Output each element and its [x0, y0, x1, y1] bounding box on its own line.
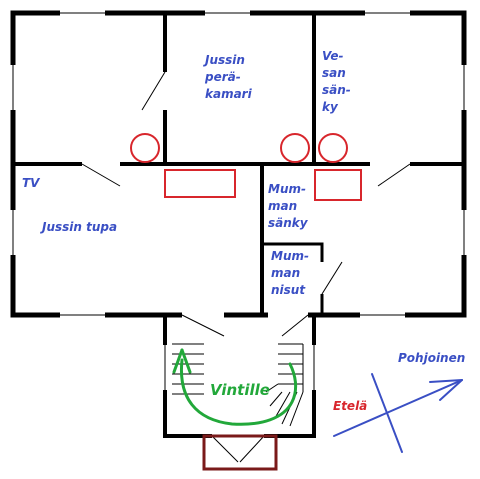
- furniture: [130, 133, 362, 201]
- windows: [10, 10, 467, 390]
- label-etela: Etelä: [333, 399, 368, 413]
- stairs-right: [265, 343, 304, 427]
- compass-arrow-head-1: [429, 379, 463, 383]
- mumman-bed: [314, 169, 362, 201]
- compass: [333, 373, 463, 453]
- label-jussin-tupa: Jussin tupa: [42, 220, 118, 234]
- stove-circle-2: [280, 133, 310, 163]
- compass-arrow-head-2: [439, 379, 463, 401]
- label-mumman-sanky: Mum- man sänky: [268, 182, 308, 230]
- label-mumman-nisut: Mum- man nisut: [271, 249, 309, 297]
- label-vintille: Vintille: [210, 381, 270, 399]
- compass-cross-line: [371, 373, 403, 453]
- stairs-arrow: [172, 348, 298, 426]
- stove-circle-1: [130, 133, 160, 163]
- label-vesan-sanky: Ve- san sän- ky: [322, 49, 351, 114]
- entrance-porch: [202, 434, 278, 471]
- tv-bench: [164, 169, 236, 198]
- label-pohjoinen: Pohjoinen: [398, 351, 466, 365]
- compass-arrow-line: [333, 379, 463, 437]
- stove-circle-3: [318, 133, 348, 163]
- label-tv: TV: [22, 176, 40, 190]
- label-jussin-perakamari: Jussin perä- kamari: [205, 53, 252, 101]
